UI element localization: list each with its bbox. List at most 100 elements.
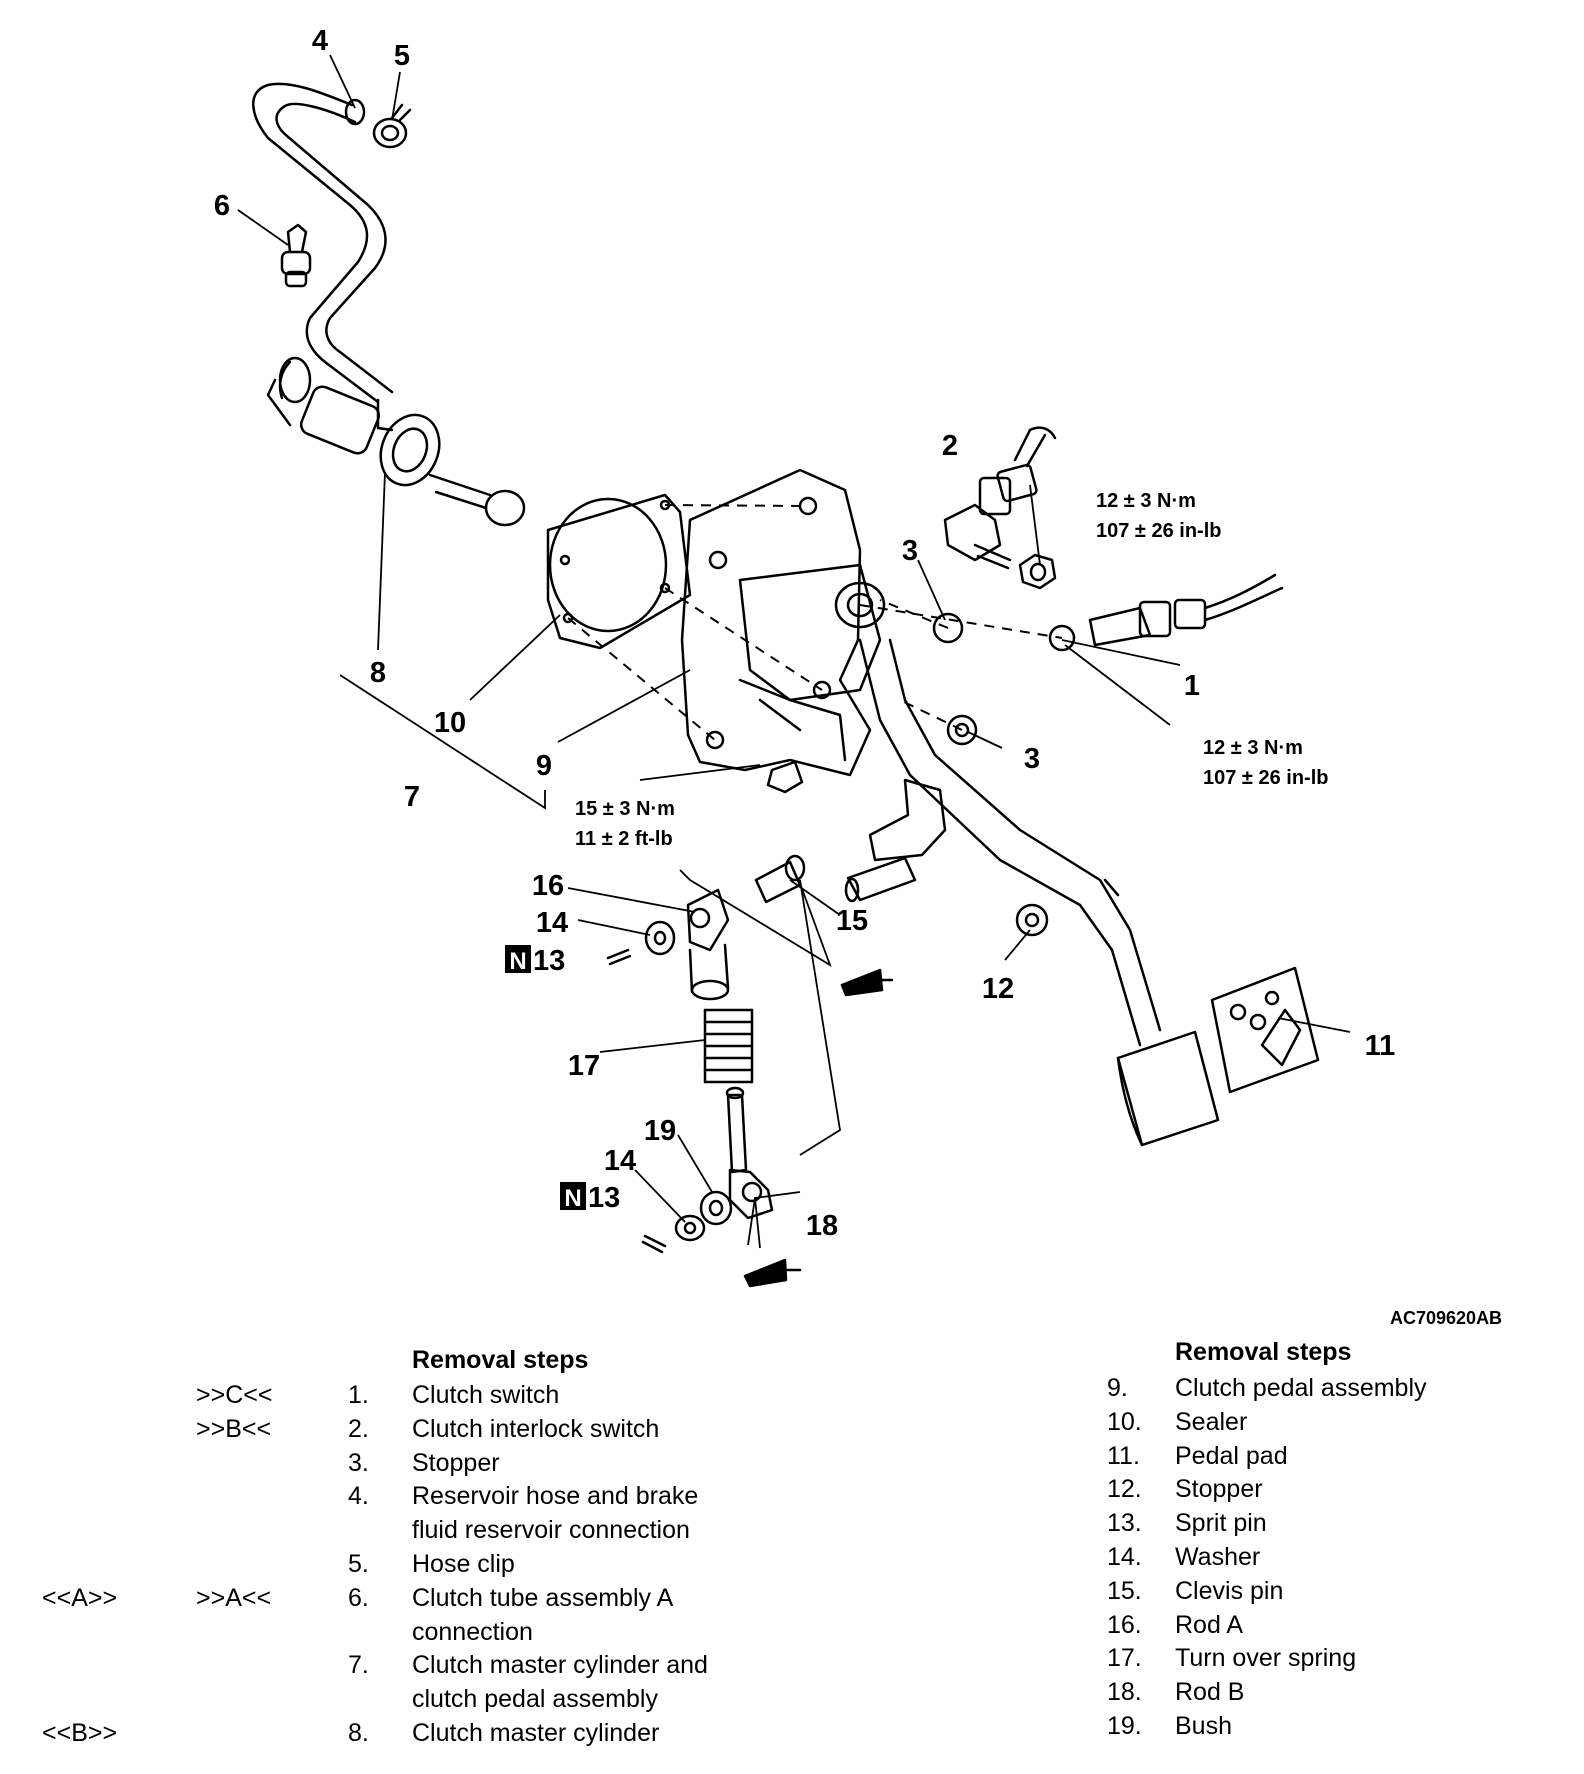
step-text: Turn over spring: [1175, 1644, 1357, 1673]
step-text: Reservoir hose and brake: [412, 1482, 699, 1511]
callout-16: 16: [532, 870, 564, 902]
turn-over-spring: [703, 1008, 754, 1084]
callout-14-lower: 14: [604, 1145, 636, 1177]
svg-text:13: 13: [588, 1182, 620, 1214]
step-text: Pedal pad: [1175, 1441, 1288, 1470]
washer-lower: [674, 1214, 706, 1242]
stopper-12: [1015, 903, 1049, 937]
leader-lines: [237, 54, 1351, 1249]
step-text: clutch pedal assembly: [412, 1685, 658, 1714]
step-number: 8.: [348, 1719, 369, 1747]
step-text: Sealer: [1175, 1407, 1248, 1436]
exploded-view-diagram: 4 5 6 2 3 8 1 10 3 9 7 16 15 14 12 11 17…: [214, 25, 1395, 1288]
callouts: 4 5 6 2 3 8 1 10 3 9 7 16 15 14 12 11 17…: [214, 25, 1395, 1242]
left-table-heading: Removal steps: [412, 1346, 589, 1374]
callout-13-lower: N 13: [560, 1182, 620, 1214]
new-part-mark-icon: [505, 945, 531, 973]
callout-7: 7: [404, 781, 420, 813]
step-number: 18.: [1107, 1678, 1142, 1707]
pedal-bracket: [680, 468, 886, 794]
svg-text:13: 13: [533, 945, 565, 977]
figure-id: AC709620AB: [1390, 1308, 1503, 1328]
step-text: Clutch master cylinder: [412, 1719, 660, 1747]
grease-mark-upper: [840, 968, 894, 997]
clutch-switch: [1088, 573, 1284, 647]
split-pin-lower: [641, 1234, 667, 1254]
step-text: Clutch interlock switch: [412, 1414, 660, 1443]
callout-8: 8: [370, 657, 386, 689]
grease-mark-lower: [743, 1258, 802, 1288]
rod-a: [686, 888, 730, 1001]
switch-1-nut: [1048, 624, 1076, 652]
assembly-lines: [567, 504, 1063, 741]
step-number: 2.: [348, 1414, 369, 1443]
torque-1-metric: 12 ± 3 N·m: [1203, 737, 1303, 759]
step-text: Rod B: [1175, 1678, 1245, 1707]
clutch-master-cylinder: [266, 356, 526, 527]
step-text: Bush: [1175, 1712, 1232, 1740]
step-text: fluid reservoir connection: [412, 1516, 690, 1545]
sealer: [546, 493, 692, 650]
hose-clip: [372, 103, 412, 149]
switch-2-nut: [1018, 553, 1057, 590]
step-number: 1.: [348, 1381, 369, 1409]
torque-2-metric: 12 ± 3 N·m: [1096, 490, 1196, 512]
callout-19: 19: [644, 1115, 676, 1147]
callout-14-upper: 14: [536, 907, 568, 939]
callout-18: 18: [806, 1210, 838, 1242]
removal-mark: <<B>>: [42, 1719, 118, 1747]
callout-15: 15: [836, 905, 868, 937]
callout-3-upper: 3: [902, 535, 918, 567]
step-text: Stopper: [412, 1448, 500, 1477]
callout-2: 2: [942, 430, 958, 462]
torque-1-imperial: 107 ± 26 in-lb: [1203, 767, 1328, 789]
step-text: Washer: [1175, 1543, 1261, 1571]
step-text: Rod A: [1175, 1610, 1244, 1639]
torque-2-imperial: 107 ± 26 in-lb: [1096, 520, 1221, 542]
stopper-lower: [946, 714, 978, 746]
callout-12: 12: [982, 973, 1014, 1005]
rod-b: [725, 1086, 774, 1220]
pedal-pad: [1210, 966, 1320, 1094]
step-number: 15.: [1107, 1576, 1142, 1605]
step-number: 13.: [1107, 1509, 1142, 1538]
right-table-heading: Removal steps: [1175, 1338, 1352, 1366]
callout-3-lower: 3: [1024, 743, 1040, 775]
washer-upper: [644, 920, 676, 956]
clutch-tube-connection: [280, 223, 312, 288]
step-number: 10.: [1107, 1407, 1142, 1436]
pedal-shaft: [844, 856, 917, 903]
pedal-face: [1116, 1030, 1220, 1147]
torque-9-metric: 15 ± 3 N·m: [575, 798, 675, 820]
step-number: 3.: [348, 1448, 369, 1477]
step-number: 16.: [1107, 1610, 1142, 1639]
new-part-mark: N: [564, 1185, 581, 1212]
callout-6: 6: [214, 190, 230, 222]
step-number: 19.: [1107, 1712, 1142, 1740]
callout-1: 1: [1184, 670, 1200, 702]
split-pin-upper: [606, 948, 632, 966]
step-text: Clutch pedal assembly: [1175, 1374, 1427, 1402]
step-number: 17.: [1107, 1644, 1142, 1673]
step-text: Hose clip: [412, 1550, 515, 1578]
callout-9: 9: [536, 750, 552, 782]
step-number: 11.: [1107, 1441, 1140, 1470]
torque-labels: 12 ± 3 N·m 107 ± 26 in-lb 12 ± 3 N·m 107…: [575, 490, 1328, 850]
step-number: 6.: [348, 1583, 369, 1612]
step-number: 14.: [1107, 1543, 1142, 1571]
step-text: Clutch switch: [412, 1381, 560, 1409]
installation-mark: >>C<<: [196, 1381, 273, 1409]
step-number: 9.: [1107, 1374, 1128, 1402]
callout-4: 4: [312, 25, 328, 57]
removal-mark: <<A>>: [42, 1583, 118, 1612]
callout-17: 17: [568, 1050, 600, 1082]
pedal-arm: [858, 638, 1162, 1047]
stopper-upper: [932, 612, 964, 644]
reservoir-hose: [252, 82, 394, 404]
step-text: Stopper: [1175, 1475, 1263, 1504]
callout-13-upper: N 13: [505, 945, 565, 977]
installation-mark: >>A<<: [196, 1583, 272, 1612]
step-text: Sprit pin: [1175, 1509, 1267, 1538]
callout-5: 5: [394, 40, 410, 72]
new-part-mark: N: [509, 948, 526, 975]
